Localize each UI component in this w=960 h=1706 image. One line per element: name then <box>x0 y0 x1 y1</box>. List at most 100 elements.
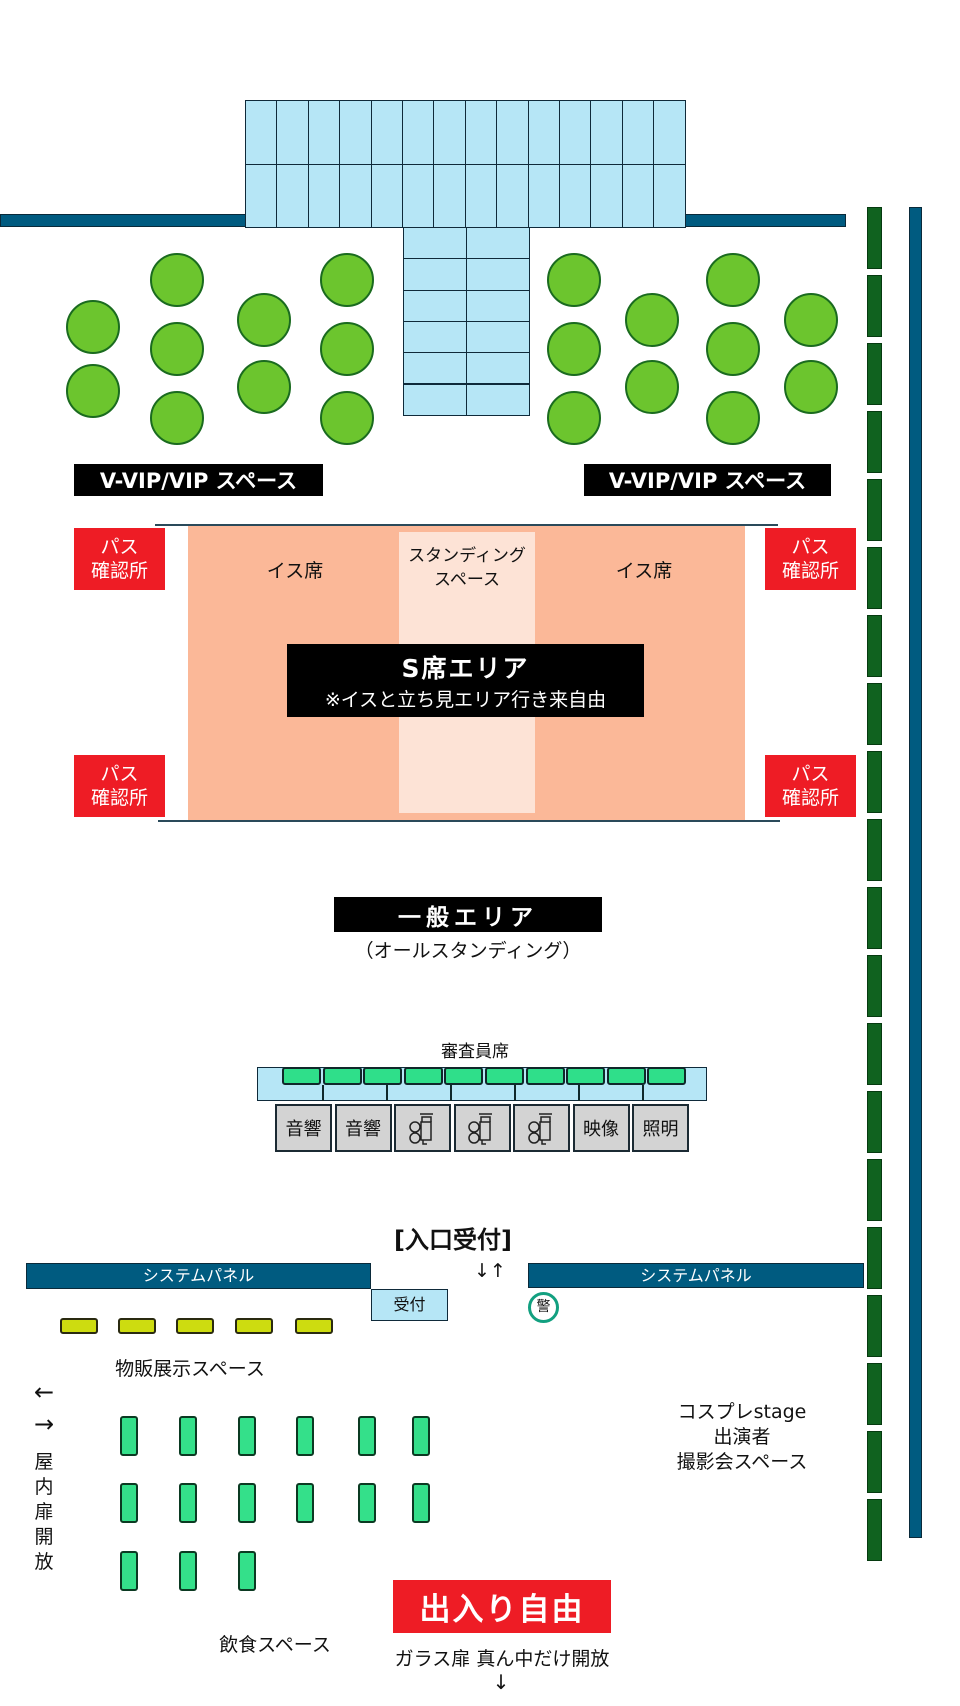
food-table <box>238 1483 256 1523</box>
vip-table <box>546 390 601 445</box>
stage-seat <box>433 163 466 228</box>
pass-check-booth: パス確認所 <box>765 755 856 817</box>
equipment-label: 音響 <box>285 1119 322 1140</box>
standing-label-line2: スペース <box>434 570 500 590</box>
stage-seat <box>370 100 403 165</box>
camera-booth <box>513 1104 570 1152</box>
cosplay-line2: 出演者 <box>713 1426 771 1448</box>
stage-seat <box>245 100 278 165</box>
reception-desk: 受付 <box>371 1289 448 1321</box>
food-table <box>179 1416 197 1456</box>
stage-seat <box>621 163 655 228</box>
camera-booth <box>394 1104 451 1152</box>
stage-seat <box>464 100 498 165</box>
merch-label: 物販展示スペース <box>115 1358 265 1380</box>
free-entry-note: ガラス扉 真ん中だけ開放 <box>394 1648 610 1670</box>
pass-check-line1: パス <box>100 536 139 558</box>
merch-table <box>60 1318 98 1334</box>
s-area-line-top <box>155 524 778 526</box>
judge-seat <box>282 1067 321 1085</box>
chair-seats-right: イス席 <box>615 560 673 582</box>
runway-seat <box>403 289 467 322</box>
vip-table <box>625 360 680 415</box>
stage-seat <box>402 163 435 228</box>
barrier-segment <box>867 1363 882 1425</box>
equipment-booth: 照明 <box>632 1104 689 1152</box>
pass-check-line2: 確認所 <box>90 787 148 809</box>
pass-check-line2: 確認所 <box>781 787 839 809</box>
stage-seat <box>559 163 592 228</box>
barrier-segment <box>867 411 882 473</box>
vip-table <box>706 253 761 308</box>
runway-seat <box>466 227 530 260</box>
vip-label-left: V-VIP/VIP スペース <box>74 464 323 496</box>
barrier-segment <box>867 547 882 609</box>
stage-seat <box>527 100 560 165</box>
judge-seat <box>606 1067 646 1085</box>
barrier-segment <box>867 887 882 949</box>
general-area-title: 一般エリア <box>334 897 602 932</box>
judge-seat <box>647 1067 687 1085</box>
top-wall-right <box>680 214 846 227</box>
runway-seat <box>466 383 530 416</box>
right-arrow: → <box>33 1410 55 1438</box>
equipment-label: 照明 <box>642 1119 679 1140</box>
s-area-title: S席エリア <box>401 654 530 683</box>
vip-table <box>65 300 120 355</box>
vip-table <box>237 292 292 347</box>
barrier-segment <box>867 683 882 745</box>
pass-check-line2: 確認所 <box>90 560 148 582</box>
vip-table <box>546 253 601 308</box>
vip-table <box>706 322 761 377</box>
runway-seat <box>403 227 467 260</box>
runway-seat <box>466 258 530 291</box>
food-table <box>120 1483 138 1523</box>
chair-seats-left: イス席 <box>266 560 324 582</box>
food-table <box>179 1483 197 1523</box>
desk-divider <box>514 1085 516 1101</box>
s-area-label: S席エリア ※イスと立ち見エリア行き来自由 <box>287 644 644 717</box>
pass-check-line1: パス <box>100 763 139 785</box>
barrier-segment <box>867 479 882 541</box>
video-camera-icon <box>408 1113 433 1145</box>
vip-table <box>149 253 204 308</box>
free-entry-label: 出入り自由 <box>393 1580 611 1633</box>
guard-badge: 警 <box>528 1292 559 1323</box>
stage-seat <box>339 163 372 228</box>
vip-table <box>319 322 374 377</box>
food-table <box>120 1551 138 1591</box>
vip-table <box>625 292 680 347</box>
stage-seat <box>653 163 686 228</box>
barrier-segment <box>867 1159 882 1221</box>
entrance-arrows: ↓↑ <box>474 1260 506 1282</box>
food-table <box>412 1416 430 1456</box>
vip-table <box>706 390 761 445</box>
judge-seat <box>566 1067 606 1085</box>
food-table <box>296 1416 314 1456</box>
food-table <box>412 1483 430 1523</box>
equipment-booth: 音響 <box>334 1104 392 1152</box>
free-entry-arrow: ↓ <box>492 1670 510 1694</box>
pass-check-booth: パス確認所 <box>74 528 165 590</box>
food-table <box>238 1551 256 1591</box>
judge-seat <box>403 1067 443 1085</box>
video-camera-icon <box>527 1113 552 1145</box>
camera-booth <box>453 1104 511 1152</box>
cosplay-label: コスプレstage 出演者 撮影会スペース <box>632 1400 852 1475</box>
judge-seat <box>485 1067 524 1085</box>
vip-table <box>546 322 601 377</box>
stage-seat <box>464 163 498 228</box>
system-panel-left: システムパネル <box>26 1263 371 1289</box>
stage-seat <box>653 100 686 165</box>
desk-divider <box>386 1085 388 1101</box>
food-table <box>358 1416 376 1456</box>
judge-seat <box>363 1067 403 1085</box>
stage-seat <box>496 163 529 228</box>
barrier-segment <box>867 1431 882 1493</box>
barrier-segment <box>867 955 882 1017</box>
system-panel-right: システムパネル <box>528 1263 864 1288</box>
pass-check-line1: パス <box>791 536 830 558</box>
barrier-segment <box>867 615 882 677</box>
food-table <box>179 1551 197 1591</box>
